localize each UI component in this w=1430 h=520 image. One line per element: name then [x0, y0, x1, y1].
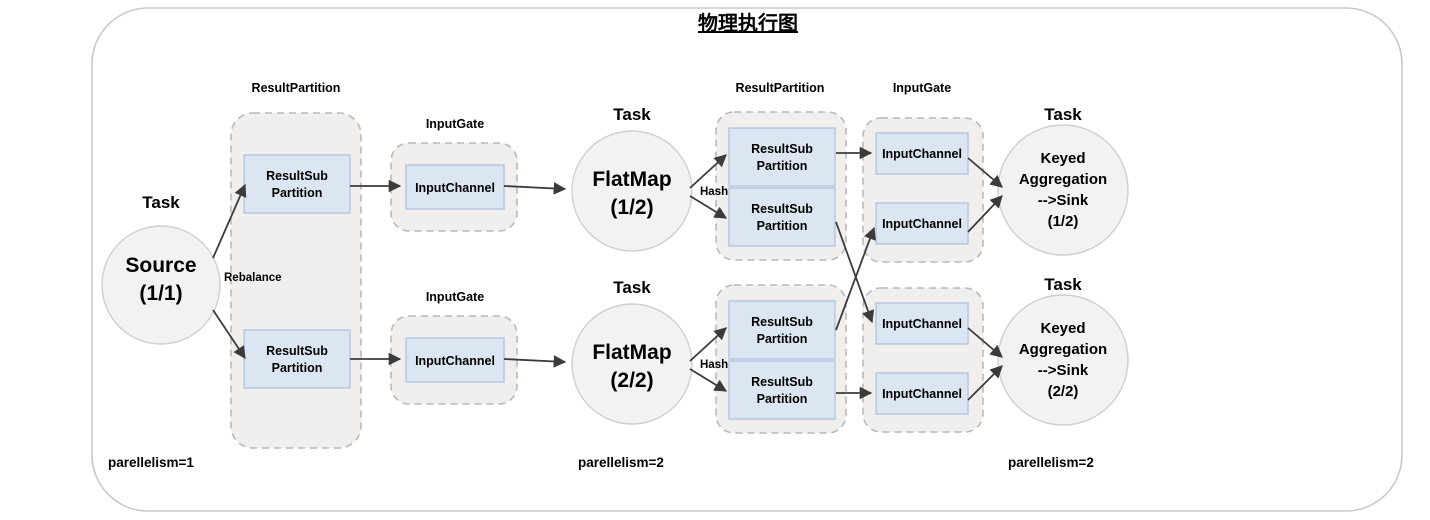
edge-flatmap2-to-rsp2d	[689, 368, 728, 392]
task-circle-flatmap-1[interactable]	[571, 130, 693, 252]
footer-source-parallelism: parellelism=1	[108, 455, 194, 470]
input-channel-2d-label: InputChannel	[882, 387, 962, 401]
task-sink-2-line3: -->Sink	[1038, 362, 1089, 379]
edge-ic2a-to-sink1	[967, 157, 1003, 188]
edge-ic2b-to-sink1	[967, 195, 1003, 233]
input-channel-2d[interactable]	[875, 372, 969, 415]
edge-flatmap1-to-rsp2b	[689, 195, 728, 219]
task-circle-sink-2[interactable]	[997, 294, 1129, 426]
result-sub-partition-1a[interactable]	[243, 154, 351, 214]
footer-flatmap-parallelism: parellelism=2	[578, 455, 664, 470]
result-sub-partition-1a-line2: Partition	[272, 186, 323, 200]
caption-input-gate-1-bottom: InputGate	[426, 290, 484, 304]
result-sub-partition-2b-line1: ResultSub	[751, 202, 813, 216]
input-channel-2a[interactable]	[875, 132, 969, 175]
caption-input-gate-2: InputGate	[893, 81, 951, 95]
task-caption-sink-2: Task	[1044, 275, 1082, 294]
input-channel-1b-label: InputChannel	[415, 354, 495, 368]
result-sub-partition-2c[interactable]	[728, 300, 836, 360]
result-sub-partition-1b-line1: ResultSub	[266, 344, 328, 358]
caption-result-partition-2: ResultPartition	[736, 81, 825, 95]
edge-ic2d-to-sink2	[967, 365, 1003, 401]
task-source-line1: Source	[125, 254, 196, 277]
task-flatmap-1-line2: (1/2)	[610, 196, 653, 219]
task-caption-flatmap-1: Task	[613, 105, 651, 124]
result-sub-partition-1b[interactable]	[243, 329, 351, 389]
result-sub-partition-2b[interactable]	[728, 187, 836, 247]
task-caption-source: Task	[142, 193, 180, 212]
task-sink-1-line2: Aggregation	[1019, 171, 1107, 188]
edge-label-hash-bottom: Hash	[700, 359, 728, 371]
edge-ic1b-to-flatmap2	[503, 355, 567, 368]
page-title: 物理执行图	[698, 11, 798, 35]
input-channel-2a-label: InputChannel	[882, 147, 962, 161]
input-channel-1a-label: InputChannel	[415, 181, 495, 195]
result-sub-partition-2a[interactable]	[728, 127, 836, 187]
edge-source-to-rsp-bottom	[212, 309, 246, 360]
result-sub-partition-2c-line2: Partition	[757, 332, 808, 346]
result-sub-partition-2a-line1: ResultSub	[751, 142, 813, 156]
task-sink-2-line1: Keyed	[1040, 320, 1085, 337]
input-channel-2c[interactable]	[875, 302, 969, 345]
task-sink-2-line2: Aggregation	[1019, 341, 1107, 358]
edge-rsp2b-to-ic2c	[835, 221, 875, 324]
task-flatmap-2-line1: FlatMap	[592, 341, 671, 364]
task-circle-flatmap-2[interactable]	[571, 303, 693, 425]
result-sub-partition-2d[interactable]	[728, 360, 836, 420]
footer-sink-parallelism: parellelism=2	[1008, 455, 1094, 470]
edge-rsp2c-to-ic2b	[835, 226, 876, 331]
edge-source-to-rsp-top	[212, 183, 247, 259]
input-channel-2b-label: InputChannel	[882, 217, 962, 231]
task-sink-1-line1: Keyed	[1040, 150, 1085, 167]
edge-flatmap1-to-rsp2a	[689, 154, 727, 189]
edge-label-rebalance: Rebalance	[224, 272, 282, 284]
task-flatmap-2-line2: (2/2)	[610, 369, 653, 392]
result-sub-partition-2d-line1: ResultSub	[751, 375, 813, 389]
task-source-line2: (1/1)	[139, 282, 182, 305]
result-sub-partition-1b-line2: Partition	[272, 361, 323, 375]
task-circle-sink-1[interactable]	[997, 124, 1129, 256]
input-channel-1a[interactable]	[405, 164, 505, 210]
task-sink-1-line4: (1/2)	[1048, 213, 1079, 230]
task-flatmap-1-line1: FlatMap	[592, 168, 671, 191]
caption-result-partition-1: ResultPartition	[252, 81, 341, 95]
edge-ic1a-to-flatmap1	[503, 182, 567, 195]
input-channel-1b[interactable]	[405, 337, 505, 383]
task-sink-1-line3: -->Sink	[1038, 192, 1089, 209]
edge-flatmap2-to-rsp2c	[689, 327, 727, 362]
task-caption-sink-1: Task	[1044, 105, 1082, 124]
edge-ic2c-to-sink2	[967, 327, 1003, 358]
result-sub-partition-1a-line1: ResultSub	[266, 169, 328, 183]
input-channel-2c-label: InputChannel	[882, 317, 962, 331]
task-circle-source[interactable]	[101, 225, 221, 345]
caption-input-gate-1-top: InputGate	[426, 117, 484, 131]
edge-label-hash-top: Hash	[700, 186, 728, 198]
result-sub-partition-2b-line2: Partition	[757, 219, 808, 233]
result-sub-partition-2c-line1: ResultSub	[751, 315, 813, 329]
result-sub-partition-2d-line2: Partition	[757, 392, 808, 406]
task-sink-2-line4: (2/2)	[1048, 383, 1079, 400]
input-channel-2b[interactable]	[875, 202, 969, 245]
task-caption-flatmap-2: Task	[613, 278, 651, 297]
result-sub-partition-2a-line2: Partition	[757, 159, 808, 173]
